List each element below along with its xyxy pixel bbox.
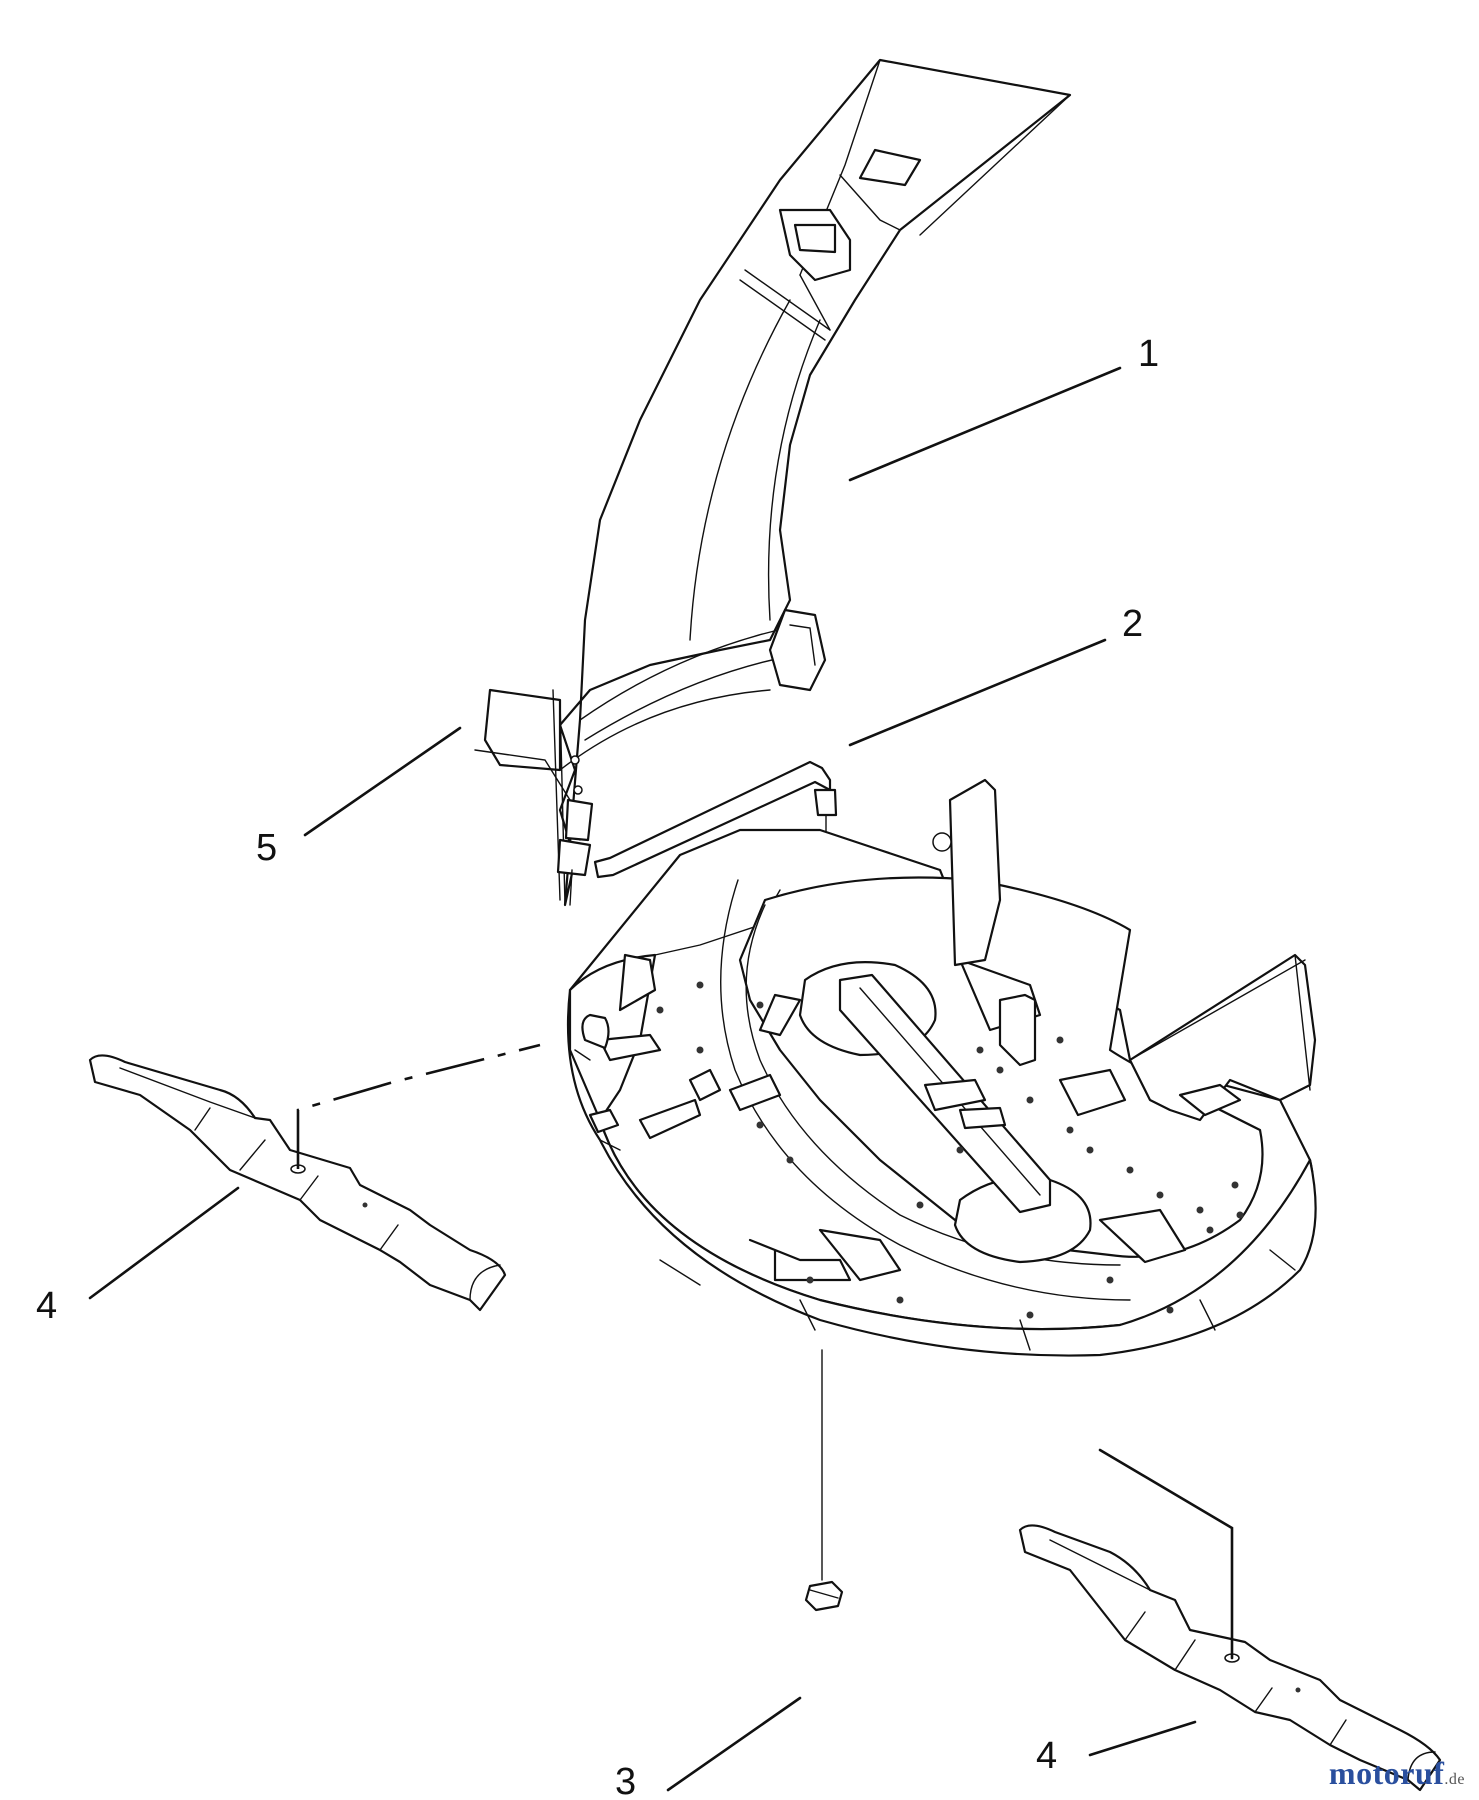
leader-4-left	[88, 1186, 240, 1300]
assembly-line-left-blade	[296, 1043, 541, 1169]
assembly-line-right-blade	[1098, 1448, 1234, 1660]
discharge-chute	[483, 58, 1072, 907]
chute-rod	[593, 760, 838, 951]
watermark-name: motoruf	[1328, 1755, 1445, 1791]
watermark-tld: .de	[1444, 1771, 1465, 1788]
chute-hinge-hardware	[474, 749, 594, 906]
callout-1: 1	[1138, 333, 1159, 375]
mower-blade-left	[88, 1054, 507, 1312]
leader-2	[848, 638, 1107, 747]
leader-3	[666, 1696, 802, 1792]
mower-deck	[566, 778, 1317, 1357]
callout-5: 5	[256, 827, 277, 869]
callout-4-right: 4	[1036, 1735, 1057, 1777]
callout-3: 3	[615, 1761, 636, 1800]
leader-4-right	[1088, 1720, 1197, 1757]
blade-nut	[804, 1349, 844, 1612]
callout-2: 2	[1122, 603, 1143, 645]
mower-blade-right	[1018, 1524, 1442, 1792]
leader-1	[848, 366, 1122, 482]
leader-5	[303, 726, 462, 837]
callout-4-left: 4	[36, 1285, 57, 1327]
watermark-logo: motoruf.de	[1329, 1755, 1465, 1792]
